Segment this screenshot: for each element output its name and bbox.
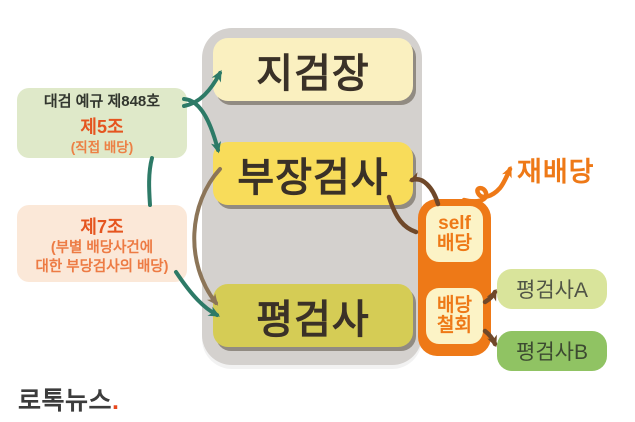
district-chief-box: 지검장	[213, 38, 413, 101]
prosecutor-b-label: 평검사B	[516, 341, 588, 364]
prosecutor-a-chip: 평검사A	[497, 269, 607, 309]
division-chief-label: 부장검사	[237, 155, 389, 200]
assignment-withdrawal-line1: 배당	[437, 295, 472, 317]
assignment-withdrawal-line2: 철회	[437, 315, 472, 336]
lawtalk-news-logo: 로톡뉴스.	[18, 381, 119, 417]
article5-subtitle: (직접 배당)	[70, 139, 134, 155]
self-assignment-chip: self 배당	[426, 206, 483, 262]
article7-subtitle-line2: 대한 부당검사의 배당)	[35, 258, 169, 275]
assignment-withdrawal-chip: 배당 철회	[426, 288, 483, 344]
self-assignment-line2: 배당	[437, 233, 472, 254]
article7-title: 제7조	[80, 216, 124, 237]
article5-box: 대검 예규 제848호 제5조 (직접 배당)	[17, 88, 187, 158]
article5-title: 제5조	[80, 116, 124, 137]
arrow-curl-to-reassignment	[461, 165, 513, 204]
article7-box: 제7조 (부별 배당사건에 대한 부당검사의 배당)	[17, 205, 187, 282]
division-chief-box: 부장검사	[213, 142, 413, 205]
regulation-source-label: 대검 예규 제848호	[43, 92, 161, 110]
staff-prosecutor-box: 평검사	[213, 284, 413, 347]
prosecutor-a-label: 평검사A	[516, 279, 588, 302]
connector-article5-to-article7	[147, 156, 154, 207]
logo-dot: .	[112, 387, 120, 415]
article7-subtitle-line1: (부별 배당사건에	[50, 239, 154, 256]
logo-text: 로톡뉴스	[18, 387, 113, 415]
self-assignment-line1: self	[438, 213, 471, 235]
reassignment-label: 재배당	[517, 157, 595, 187]
district-chief-label: 지검장	[256, 51, 370, 96]
prosecutor-b-chip: 평검사B	[497, 331, 607, 371]
staff-prosecutor-label: 평검사	[256, 297, 370, 342]
